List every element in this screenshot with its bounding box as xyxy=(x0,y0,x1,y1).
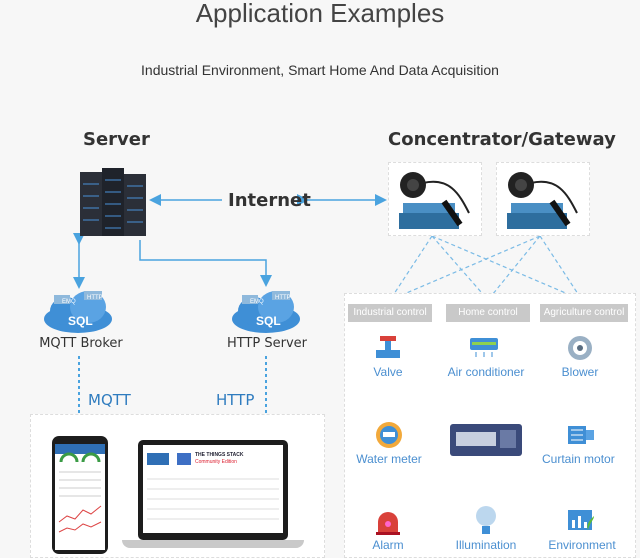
server-http-arrow xyxy=(139,240,272,287)
emq-tag: EMQ xyxy=(62,299,76,305)
server-rack-icon xyxy=(80,168,146,236)
mqtt-link-label: MQTT xyxy=(88,391,131,409)
air-conditioner-icon xyxy=(470,338,498,357)
stack-logo-icon xyxy=(177,453,191,465)
blower-label: Blower xyxy=(561,365,599,379)
page-title: Application Examples xyxy=(195,0,445,28)
board-chip xyxy=(500,430,516,448)
internet-label: Internet xyxy=(228,190,311,211)
illumination-label: Illumination xyxy=(455,538,517,552)
emq-tag: EMQ xyxy=(250,299,264,305)
phone-dashboard-graphic xyxy=(58,452,102,533)
category-home: Home control xyxy=(446,304,530,322)
environment-icon xyxy=(568,510,594,530)
water-meter-label: Water meter xyxy=(356,452,422,466)
gateway-board-icon xyxy=(399,172,470,229)
gateway-device-card xyxy=(496,162,590,236)
curtain-motor-label: Curtain motor xyxy=(542,452,615,466)
blower-icon xyxy=(568,336,592,360)
server-label: Server xyxy=(83,129,150,150)
ttn-logo-icon xyxy=(147,453,169,465)
board-module xyxy=(456,432,496,446)
category-industrial: Industrial control xyxy=(348,304,432,322)
mqtt-broker-cloud: EMQ HTTP SQL xyxy=(40,287,116,337)
sql-tag: SQL xyxy=(256,314,281,328)
laptop-brand: THE THINGS STACK xyxy=(195,452,244,458)
gateway-device-card xyxy=(388,162,482,236)
valve-icon xyxy=(376,336,400,358)
page-subtitle: Industrial Environment, Smart Home And D… xyxy=(141,62,499,78)
http-tag: HTTP xyxy=(275,295,291,301)
smartphone xyxy=(52,436,108,554)
http-link-label: HTTP xyxy=(216,391,255,409)
alarm-icon xyxy=(376,512,400,535)
cloud-database-icon: EMQ HTTP SQL xyxy=(232,291,300,333)
air-conditioner-label: Air conditioner xyxy=(447,365,525,379)
laptop: THE THINGS STACK Community Edition xyxy=(138,440,288,540)
gateway-board-icon xyxy=(507,172,578,229)
alarm-label: Alarm xyxy=(372,538,404,552)
gateway-label: Concentrator/Gateway xyxy=(388,129,616,150)
curtain-motor-icon xyxy=(568,426,594,444)
http-server-cloud: EMQ HTTP SQL xyxy=(228,287,304,337)
laptop-screen: THE THINGS STACK Community Edition xyxy=(143,445,283,533)
water-meter-icon xyxy=(376,422,402,448)
mqtt-broker-label: MQTT Broker xyxy=(39,336,123,351)
sql-tag: SQL xyxy=(68,314,93,328)
gateway-mesh xyxy=(389,235,583,301)
valve-label: Valve xyxy=(373,365,403,379)
lora-node-board xyxy=(450,424,522,456)
http-tag: HTTP xyxy=(87,295,103,301)
cloud-database-icon: EMQ HTTP SQL xyxy=(44,291,112,333)
phone-screen xyxy=(55,444,105,550)
laptop-table-graphic xyxy=(147,478,279,520)
laptop-base xyxy=(122,540,304,548)
http-server-label: HTTP Server xyxy=(226,336,308,351)
environment-label: Environment xyxy=(548,538,616,552)
category-agriculture: Agriculture control xyxy=(540,304,628,322)
illumination-icon xyxy=(476,506,496,534)
laptop-edition: Community Edition xyxy=(195,459,237,465)
